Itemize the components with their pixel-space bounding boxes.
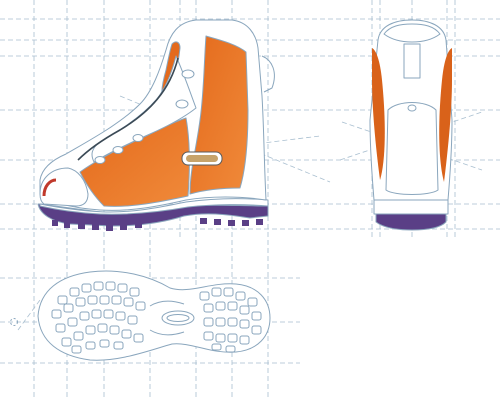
side-pull-loop [261,55,275,93]
side-lace-line [77,57,179,161]
sole-forefoot-lugs [51,281,146,354]
side-toe-cap [39,167,89,207]
back-orange-right [439,48,452,182]
back-heel-counter [385,102,439,195]
sole-brand-oval-inner [166,314,190,322]
side-tread [52,218,263,231]
back-heel-dot [407,104,417,112]
sole-view [10,270,271,361]
sole-waist [149,300,185,336]
sole-toe-marker [10,318,18,326]
side-midsole [39,198,269,215]
side-brand-badge-inner [186,155,218,162]
back-orange-left [372,48,385,180]
back-collar [383,23,441,43]
side-eyelets [94,69,195,164]
back-view [369,19,453,231]
back-midsole [373,199,449,215]
back-outsole [375,213,447,231]
back-heel-tab [403,43,421,79]
side-toe-accent [42,178,57,197]
side-view [37,19,275,231]
sole-heel-lugs [199,287,262,353]
